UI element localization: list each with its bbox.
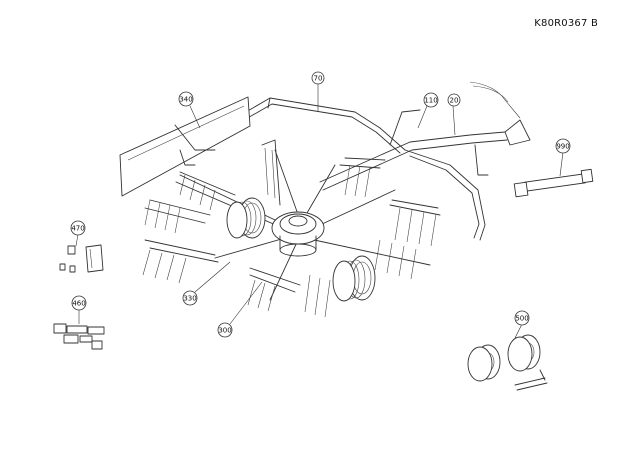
callout-460: 460 (71, 295, 87, 324)
callout-340: 340 (178, 91, 201, 129)
pto-shaft (513, 168, 594, 198)
support-wheel-set (467, 334, 548, 391)
svg-text:470: 470 (71, 225, 84, 233)
svg-text:990: 990 (556, 143, 569, 151)
svg-text:20: 20 (450, 97, 459, 105)
callout-500: 500 (514, 310, 530, 339)
windguard-panel (119, 96, 251, 197)
callout-110: 110 (417, 92, 439, 129)
rotor-wheel-left (226, 197, 266, 239)
callout-470: 470 (70, 220, 86, 247)
callout-330: 330 (182, 261, 231, 306)
callout-300: 300 (217, 281, 263, 338)
svg-text:70: 70 (314, 75, 323, 83)
callout-20: 20 (447, 93, 461, 136)
main-beam (319, 81, 531, 191)
callout-990: 990 (555, 138, 571, 177)
svg-text:300: 300 (218, 327, 231, 335)
rotor-hub (271, 211, 325, 257)
callout-70: 70 (311, 71, 325, 112)
rotor-wheel-right (332, 255, 376, 302)
frame-hoop (214, 97, 486, 241)
decal-set (53, 323, 105, 350)
svg-text:340: 340 (179, 96, 192, 104)
svg-text:460: 460 (72, 300, 85, 308)
drawing-reference-code: K80R0367 B (534, 18, 598, 29)
svg-text:330: 330 (183, 295, 196, 303)
svg-text:110: 110 (424, 97, 437, 105)
svg-text:500: 500 (515, 315, 528, 323)
tine-arm-group (142, 139, 441, 318)
grease-parts-kit (59, 244, 104, 273)
